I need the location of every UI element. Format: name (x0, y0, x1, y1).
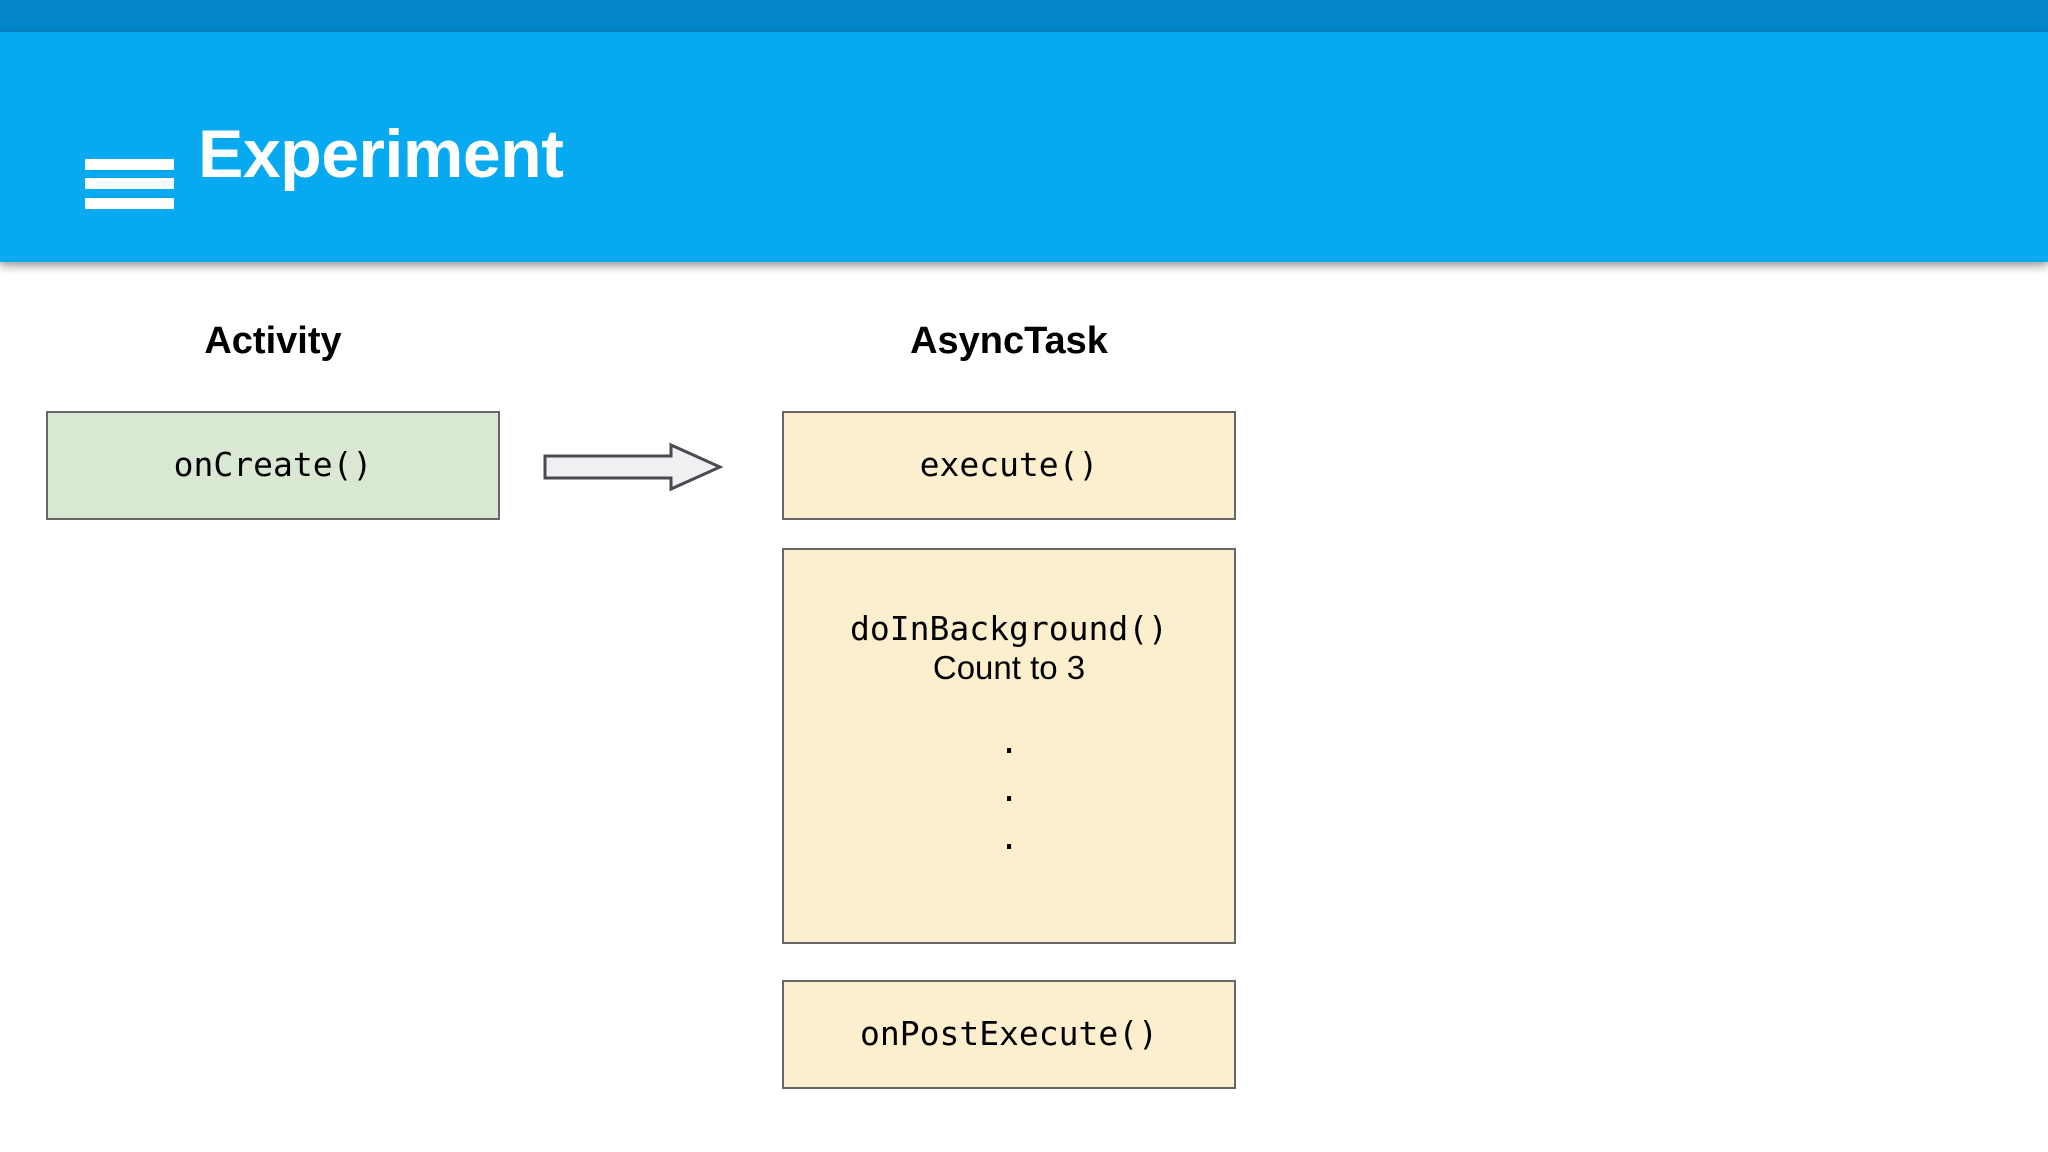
app-bar: Experiment (0, 32, 2048, 262)
node-oncreate: onCreate() (46, 411, 500, 520)
dot-2: . (999, 769, 1019, 809)
node-dobackground: doInBackground() Count to 3 . . . (782, 548, 1236, 944)
node-dobackground-label: doInBackground() (850, 609, 1168, 648)
column-heading-asynctask: AsyncTask (910, 320, 1108, 362)
node-oncreate-label: onCreate() (173, 445, 373, 485)
hamburger-bar-top (85, 159, 174, 170)
node-postexecute-label: onPostExecute() (859, 1014, 1158, 1054)
dot-1: . (999, 721, 1019, 761)
diagram-canvas: Activity AsyncTask onCreate() execute() … (0, 262, 2048, 1152)
node-execute-label: execute() (919, 445, 1099, 485)
hamburger-bar-middle (85, 178, 174, 189)
app-bar-title: Experiment (198, 116, 564, 192)
dot-3: . (999, 817, 1019, 857)
arrow-oncreate-to-execute (543, 442, 723, 492)
node-execute: execute() (782, 411, 1236, 520)
status-bar (0, 0, 2048, 32)
hamburger-menu-icon[interactable] (85, 159, 174, 209)
node-dobackground-sublabel: Count to 3 (932, 648, 1086, 686)
node-dobackground-dots: . . . (999, 718, 1019, 862)
node-postexecute: onPostExecute() (782, 980, 1236, 1089)
hamburger-bar-bottom (85, 198, 174, 209)
column-heading-activity: Activity (204, 320, 342, 362)
